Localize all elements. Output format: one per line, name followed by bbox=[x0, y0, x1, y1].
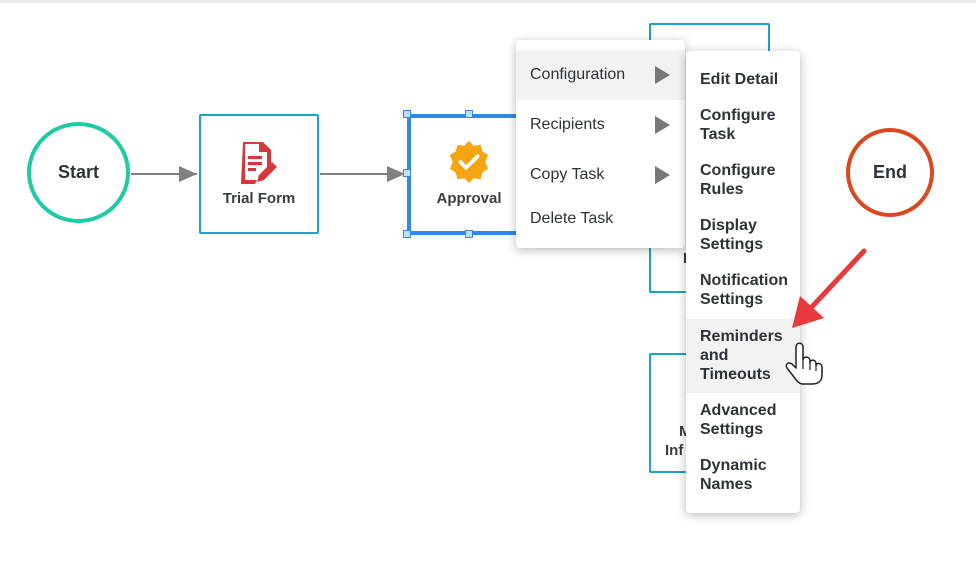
menu-item-label: Configuration bbox=[530, 66, 626, 83]
submenu-label: Edit Detail bbox=[700, 71, 779, 88]
submenu-label: Advanced bbox=[700, 402, 777, 419]
submenu-arrow-icon bbox=[655, 66, 670, 84]
menu-item-label: Copy Task bbox=[530, 166, 605, 183]
submenu-item-display-settings[interactable]: Display Settings bbox=[686, 216, 800, 254]
annotation-arrow bbox=[792, 248, 867, 328]
hidden-task-text-2b: Inf bbox=[665, 442, 684, 459]
menu-item-recipients[interactable]: Recipients bbox=[516, 100, 685, 150]
submenu-item-advanced-settings[interactable]: Advanced Settings bbox=[686, 401, 800, 439]
start-node[interactable]: Start bbox=[27, 122, 130, 223]
approval-label: Approval bbox=[436, 190, 502, 207]
resize-handle-n[interactable] bbox=[465, 110, 473, 118]
submenu-item-edit-detail[interactable]: Edit Detail bbox=[686, 70, 800, 89]
trial-form-label: Trial Form bbox=[222, 190, 296, 207]
submenu-item-notification-settings[interactable]: Notification Settings bbox=[686, 271, 800, 309]
submenu-label: Configure bbox=[700, 107, 776, 124]
menu-item-delete-task[interactable]: Delete Task bbox=[516, 194, 685, 244]
submenu-arrow-icon bbox=[655, 166, 670, 184]
resize-handle-nw[interactable] bbox=[403, 110, 411, 118]
submenu-label: and bbox=[700, 347, 729, 364]
verified-badge-icon bbox=[447, 140, 491, 184]
configuration-submenu: Edit Detail Configure Task Configure Rul… bbox=[686, 51, 800, 513]
hidden-task-text: I bbox=[683, 250, 687, 267]
submenu-label: Settings bbox=[700, 291, 764, 308]
submenu-label: Names bbox=[700, 476, 753, 493]
submenu-label: Dynamic bbox=[700, 457, 767, 474]
menu-item-copy-task[interactable]: Copy Task bbox=[516, 150, 685, 200]
submenu-label: Settings bbox=[700, 236, 764, 253]
submenu-item-configure-rules[interactable]: Configure Rules bbox=[686, 161, 800, 199]
submenu-label: Settings bbox=[700, 421, 764, 438]
submenu-label: Notification bbox=[700, 272, 788, 289]
submenu-item-configure-task[interactable]: Configure Task bbox=[686, 106, 800, 144]
start-label: Start bbox=[57, 162, 99, 182]
submenu-label: Display bbox=[700, 217, 757, 234]
approval-task[interactable]: Approval bbox=[407, 114, 531, 235]
submenu-arrow-icon bbox=[655, 116, 670, 134]
end-node[interactable]: End bbox=[846, 128, 934, 217]
end-label: End bbox=[873, 162, 907, 182]
menu-item-label: Delete Task bbox=[530, 210, 614, 227]
resize-handle-s[interactable] bbox=[465, 230, 473, 238]
trial-form-task[interactable]: Trial Form bbox=[199, 114, 319, 234]
submenu-label: Timeouts bbox=[700, 366, 771, 383]
resize-handle-sw[interactable] bbox=[403, 230, 411, 238]
submenu-item-reminders-and-timeouts[interactable]: Reminders and Timeouts bbox=[686, 319, 800, 393]
submenu-label: Task bbox=[700, 126, 736, 143]
submenu-label: Reminders bbox=[700, 328, 783, 345]
task-context-menu: Configuration Recipients Copy Task Delet… bbox=[516, 40, 685, 248]
form-edit-icon bbox=[237, 140, 281, 184]
menu-item-configuration[interactable]: Configuration bbox=[516, 50, 685, 100]
submenu-label: Configure bbox=[700, 162, 776, 179]
submenu-item-dynamic-names[interactable]: Dynamic Names bbox=[686, 456, 800, 494]
submenu-label: Rules bbox=[700, 181, 744, 198]
resize-handle-w[interactable] bbox=[403, 169, 411, 177]
top-border bbox=[0, 0, 976, 3]
menu-item-label: Recipients bbox=[530, 116, 605, 133]
